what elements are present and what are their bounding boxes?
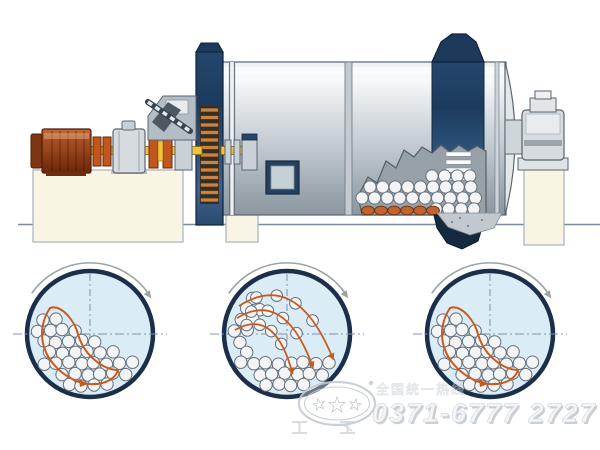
shell-mid-flange <box>344 61 353 216</box>
outboard-bearing <box>224 133 258 171</box>
logo-script-marks <box>292 421 355 434</box>
star-icon: ★ <box>328 393 347 417</box>
drive-train <box>30 95 258 176</box>
watermark-tagline: 全国统一热线 <box>375 382 466 397</box>
girth-gear <box>195 42 224 226</box>
foundation-right-pier <box>523 167 565 246</box>
motion-diagram-cascading-left <box>13 262 167 400</box>
inspection-door <box>265 160 300 195</box>
shell-cutaway <box>355 144 487 216</box>
svg-text:0371-6777 2727: 0371-6777 2727 <box>372 398 597 428</box>
discharge-trunnion-bearing <box>504 90 569 171</box>
drive-chain <box>145 99 193 134</box>
watermark: ★ ★ ★ 全国统一热线 0371-6777 2727 0371-6777 27… <box>292 380 599 434</box>
shell-flange-band <box>230 62 234 215</box>
gear-teeth <box>200 107 219 203</box>
motion-diagram-cataracting-center <box>210 262 364 400</box>
star-icon: ★ <box>347 394 364 414</box>
material-rubble <box>436 212 503 236</box>
liner-plates <box>361 205 440 216</box>
svg-text:0371-6777 2727: 0371-6777 2727 <box>374 400 599 430</box>
riding-ring-bottom <box>433 212 503 250</box>
watermark-logo-oval-three-stars: ★ ★ ★ <box>292 380 377 434</box>
foundation-left <box>32 169 184 243</box>
watermark-phone: 0371-6777 2727 0371-6777 2727 <box>372 398 599 430</box>
pinion-guard-housing <box>145 95 197 141</box>
coupling <box>92 136 112 167</box>
motion-diagram-cascading-right <box>413 262 567 400</box>
drive-motor <box>30 128 92 176</box>
reduction-gearbox <box>111 120 147 174</box>
logo-dot <box>368 380 374 386</box>
ball-mill-illustration <box>18 33 600 250</box>
star-icon: ★ <box>310 394 327 414</box>
mill-motion-diagrams: ★ ★ ★ 全国统一热线 0371-6777 2727 0371-6777 27… <box>13 262 599 434</box>
riding-ring-top-cap <box>431 33 485 63</box>
